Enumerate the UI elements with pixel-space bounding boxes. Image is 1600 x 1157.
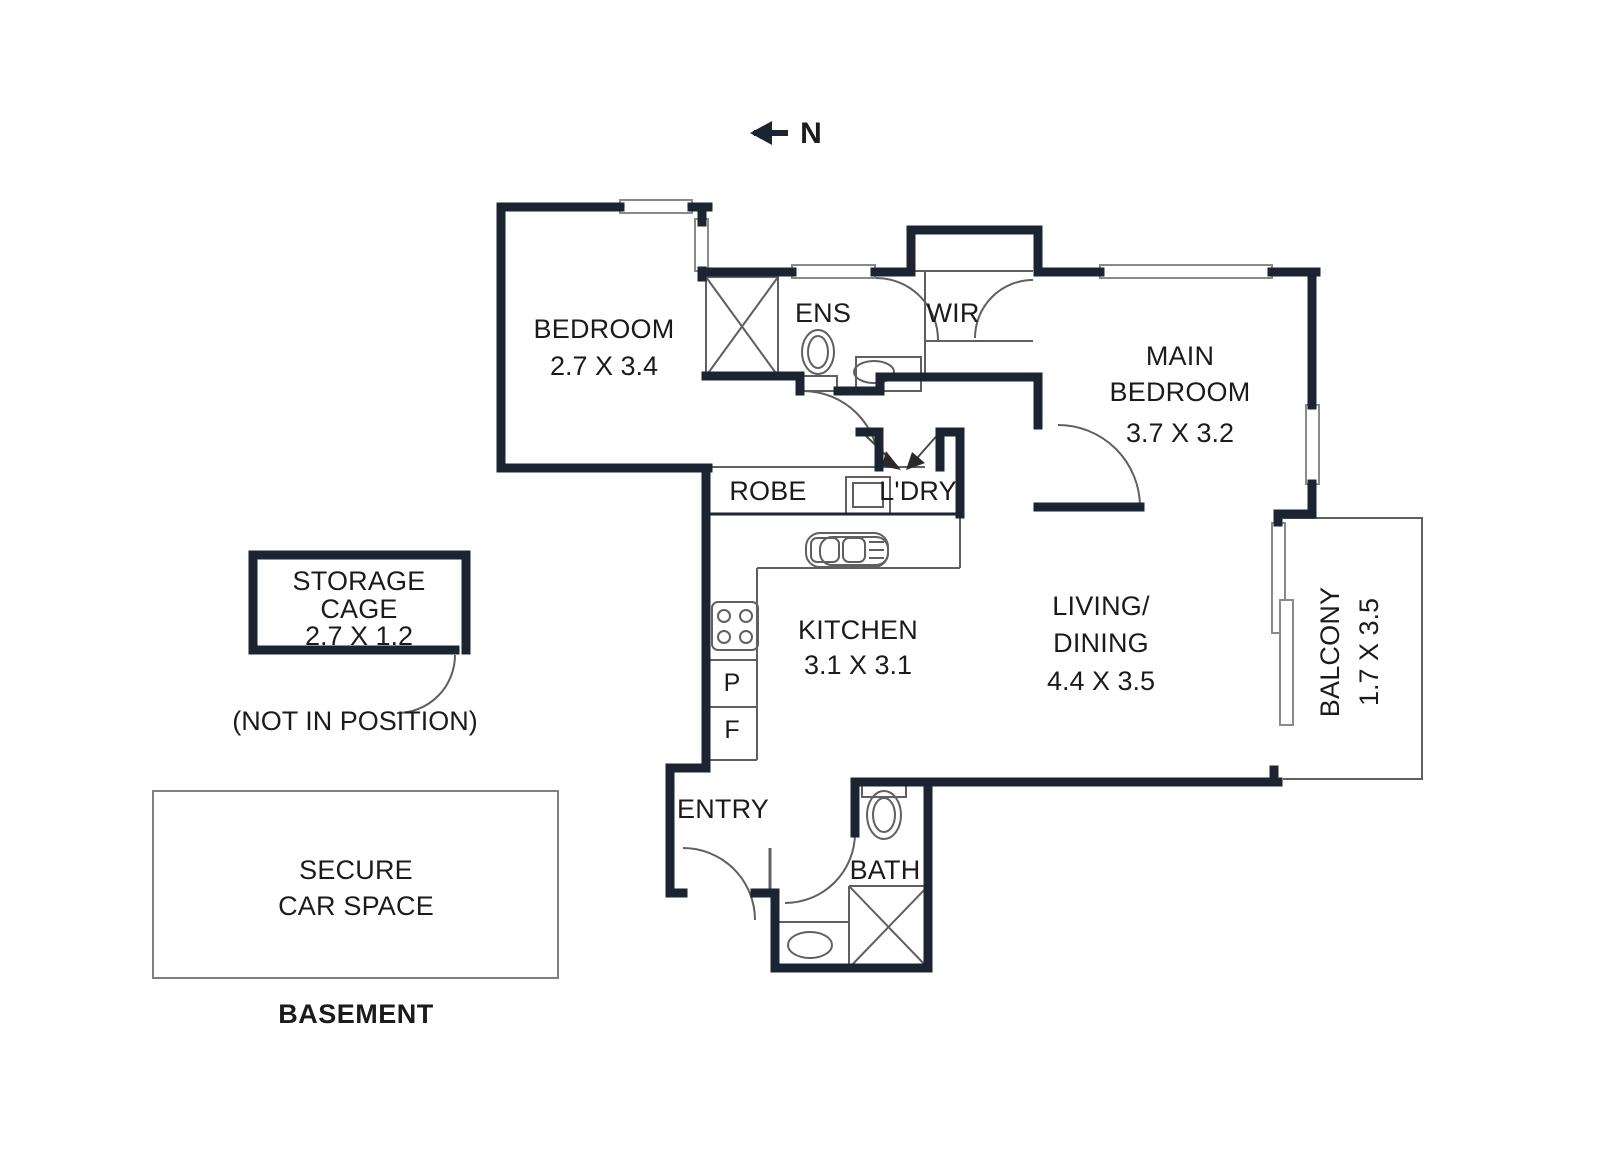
door-swing-storage-cage	[396, 654, 456, 714]
room-label-main-bedroom-line2: BEDROOM	[1110, 377, 1251, 407]
car-space-outline	[152, 790, 559, 979]
door-swings-group	[396, 277, 1141, 921]
appliance-label-fridge: F	[724, 716, 739, 744]
room-label-main-bedroom-line1: MAIN	[1146, 341, 1214, 371]
room-label-kitchen: KITCHEN	[798, 615, 918, 645]
bath-vanity-bench	[774, 921, 850, 969]
cooktop-kitchen-icon	[711, 601, 759, 651]
storage-cage-note: (NOT IN POSITION)	[232, 706, 478, 736]
room-dim-main-bedroom: 3.7 X 3.2	[1126, 418, 1234, 448]
door-swing-main-bedroom	[1057, 424, 1141, 508]
window-main-bedroom-east	[1305, 404, 1320, 485]
room-label-balcony: BALCONY	[1315, 587, 1345, 717]
room-dim-storage: 2.7 X 1.2	[305, 621, 413, 651]
window-bedroom2-north	[619, 199, 693, 214]
toilet-ens-icon	[801, 329, 835, 375]
appliance-label-pantry: P	[724, 669, 741, 697]
room-label-wir: WIR	[926, 298, 979, 328]
slider-balcony-panel-2	[1279, 599, 1294, 726]
room-dim-living: 4.4 X 3.5	[1047, 666, 1155, 696]
room-label-car-space-line1: SECURE	[299, 855, 413, 885]
north-arrow-icon	[750, 121, 788, 145]
room-label-car-space-line2: CAR SPACE	[278, 891, 434, 921]
room-label-robe: ROBE	[729, 476, 806, 506]
room-label-storage-line2: CAGE	[320, 594, 397, 624]
room-label-bedroom2: BEDROOM	[534, 314, 675, 344]
window-ens	[791, 264, 876, 279]
compass-group: N	[750, 117, 822, 150]
room-dim-bedroom2: 2.7 X 3.4	[550, 351, 658, 381]
door-swing-ens	[875, 277, 939, 341]
room-label-storage-line1: STORAGE	[293, 566, 426, 596]
toilet-ens-cistern	[799, 375, 838, 392]
sink-kitchen-icon	[805, 532, 889, 568]
window-bedroom2-east	[694, 218, 709, 272]
compass-north-label: N	[800, 117, 822, 150]
room-label-entry: ENTRY	[677, 794, 769, 824]
basin-bath-icon	[787, 931, 833, 959]
room-dim-kitchen: 3.1 X 3.1	[804, 650, 912, 680]
laundry-arrow-right-head	[906, 452, 925, 470]
fixtures-group	[711, 329, 902, 959]
structural-walls-group	[248, 202, 1321, 973]
bedroom2-robe-x2	[705, 276, 779, 377]
balcony-outline	[1283, 517, 1423, 780]
level-label-basement: BASEMENT	[278, 999, 434, 1029]
door-swing-bath	[784, 832, 856, 904]
room-label-laundry: L'DRY	[879, 476, 957, 506]
door-swing-entry	[682, 847, 756, 921]
basin-ens-icon	[853, 360, 895, 384]
bath-shower-x2	[848, 885, 929, 969]
room-dim-balcony: 1.7 X 3.5	[1354, 598, 1384, 706]
room-label-living-line1: LIVING/	[1052, 591, 1150, 621]
laundry-arrow-left-head	[882, 451, 901, 470]
window-main-bedroom-north	[1099, 264, 1273, 279]
room-label-bath: BATH	[850, 855, 921, 885]
room-label-ens: ENS	[795, 298, 851, 328]
room-labels-group: BEDROOM 2.7 X 3.4 ENS WIR MAIN BEDROOM 3…	[278, 298, 1384, 921]
room-label-living-line2: DINING	[1053, 628, 1149, 658]
windows-group	[619, 199, 1320, 726]
door-swing-wir	[974, 279, 1034, 339]
toilet-bath-icon	[866, 790, 902, 840]
